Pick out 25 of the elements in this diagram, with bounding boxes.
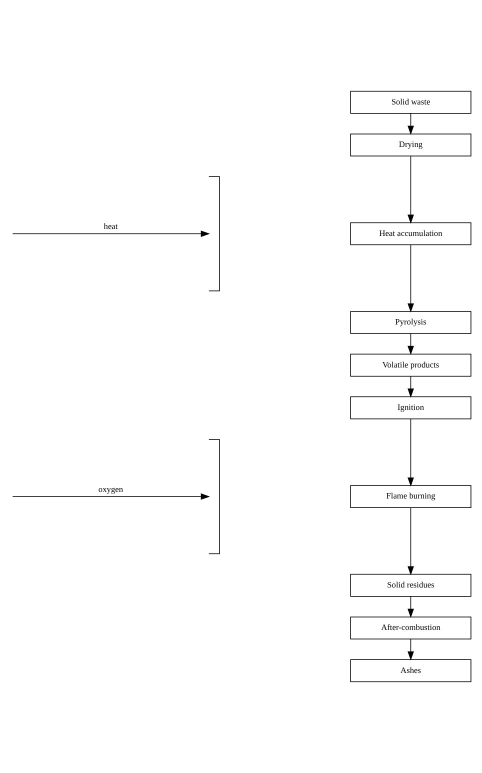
node-box: Heat accumulation [350, 222, 471, 246]
node-box: After-combustion [350, 616, 471, 640]
node-box: Ignition [350, 396, 471, 420]
node-box: Ashes [350, 659, 471, 682]
node-box: Drying [350, 134, 471, 156]
arrow [407, 638, 414, 661]
arrow [12, 230, 210, 237]
node-bracket [208, 439, 220, 554]
arrow [407, 376, 414, 398]
node-box: Flame burning [350, 485, 471, 508]
arrow [12, 493, 210, 500]
arrow [407, 507, 414, 576]
arrow [407, 113, 414, 135]
arrow [407, 418, 414, 487]
arrow [407, 156, 414, 224]
arrow [407, 244, 414, 313]
node-box: Volatile products [350, 354, 471, 377]
arrow [407, 596, 414, 618]
node-box: Solid waste [350, 90, 471, 114]
node-box: Pyrolysis [350, 311, 471, 334]
edge-label: heat [103, 222, 118, 232]
node-box: Solid residues [350, 574, 471, 597]
edge-label: oxygen [98, 484, 123, 494]
node-bracket [208, 176, 220, 292]
arrow [407, 333, 414, 356]
